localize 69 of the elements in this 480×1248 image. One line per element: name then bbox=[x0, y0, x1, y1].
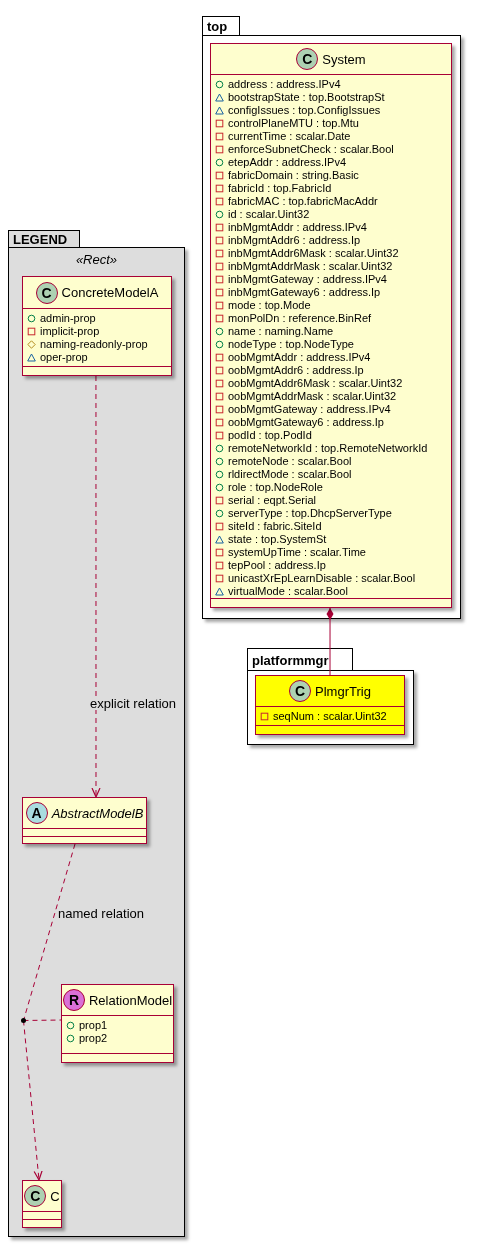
attribute-text: remoteNetworkId : top.RemoteNetworkId bbox=[228, 442, 428, 455]
attribute-text: address : address.IPv4 bbox=[228, 78, 341, 91]
attribute-text: nodeType : top.NodeType bbox=[228, 338, 354, 351]
relation-line bbox=[23, 843, 76, 1021]
stereotype-label: «Rect» bbox=[75, 253, 118, 266]
attribute-text: enforceSubnetCheck : scalar.Bool bbox=[228, 143, 394, 156]
class-box bbox=[61, 984, 174, 1063]
attribute-text: naming-readonly-prop bbox=[40, 338, 148, 351]
attribute-text: configIssues : top.ConfigIssues bbox=[228, 104, 381, 117]
attribute-text: bootstrapState : top.BootstrapSt bbox=[228, 91, 385, 104]
class-box bbox=[22, 276, 172, 376]
package bbox=[247, 648, 414, 745]
attribute-text: mode : top.Mode bbox=[228, 299, 311, 312]
package-tab: top bbox=[202, 16, 240, 36]
class-box bbox=[255, 675, 405, 735]
attribute-text: serverType : top.DhcpServerType bbox=[228, 507, 392, 520]
attribute-text: controlPlaneMTU : top.Mtu bbox=[228, 117, 359, 130]
attribute-text: etepAddr : address.IPv4 bbox=[228, 156, 346, 169]
attribute-text: name : naming.Name bbox=[228, 325, 334, 338]
class-name: ConcreteModelA bbox=[61, 286, 159, 299]
class-name: RelationModel bbox=[88, 993, 173, 1007]
attribute-text: serial : eqpt.Serial bbox=[228, 494, 317, 507]
attribute-text: fabricId : top.FabricId bbox=[228, 182, 332, 195]
class-name: PlmgrTrig bbox=[315, 684, 371, 698]
attribute-text: currentTime : scalar.Date bbox=[228, 130, 351, 143]
attribute-text: siteId : fabric.SiteId bbox=[228, 520, 322, 533]
class-name: AbstractModelB bbox=[51, 806, 144, 820]
attribute-text: prop1 bbox=[79, 1019, 108, 1032]
attribute-text: monPolDn : reference.BinRef bbox=[228, 312, 372, 325]
package-tab: LEGEND bbox=[8, 230, 80, 248]
attribute-text: prop2 bbox=[79, 1032, 108, 1045]
attribute-text: seqNum : scalar.Uint32 bbox=[273, 710, 387, 723]
edge-label: explicit relation bbox=[89, 697, 177, 710]
attribute-text: oobMgmtAddr : address.IPv4 bbox=[228, 351, 371, 364]
attribute-text: oobMgmtGateway6 : address.Ip bbox=[228, 416, 384, 429]
edge-label: named relation bbox=[57, 907, 145, 920]
attribute-text: fabricMAC : top.fabricMacAddr bbox=[228, 195, 378, 208]
relation-line bbox=[23, 1019, 62, 1021]
attribute-text: inbMgmtAddrMask : scalar.Uint32 bbox=[228, 260, 393, 273]
attribute-text: oobMgmtGateway : address.IPv4 bbox=[228, 403, 391, 416]
attribute-text: remoteNode : scalar.Bool bbox=[228, 455, 352, 468]
attribute-text: podId : top.PodId bbox=[228, 429, 312, 442]
attribute-text: virtualMode : scalar.Bool bbox=[228, 585, 348, 598]
attribute-text: inbMgmtGateway6 : address.Ip bbox=[228, 286, 381, 299]
class-box bbox=[22, 1180, 62, 1228]
attribute-text: systemUpTime : scalar.Time bbox=[228, 546, 366, 559]
relation-line bbox=[91, 375, 101, 798]
attribute-text: oobMgmtAddr6 : address.Ip bbox=[228, 364, 364, 377]
attribute-text: id : scalar.Uint32 bbox=[228, 208, 310, 221]
attribute-text: implicit-prop bbox=[40, 325, 100, 338]
attribute-text: inbMgmtGateway : address.IPv4 bbox=[228, 273, 387, 286]
attribute-text: oobMgmtAddr6Mask : scalar.Uint32 bbox=[228, 377, 403, 390]
attribute-text: admin-prop bbox=[40, 312, 96, 325]
class-name: C bbox=[50, 1189, 60, 1203]
attribute-text: oobMgmtAddrMask : scalar.Uint32 bbox=[228, 390, 397, 403]
attribute-text: fabricDomain : string.Basic bbox=[228, 169, 359, 182]
attribute-text: inbMgmtAddr : address.IPv4 bbox=[228, 221, 367, 234]
attribute-text: rldirectMode : scalar.Bool bbox=[228, 468, 352, 481]
attribute-text: role : top.NodeRole bbox=[228, 481, 323, 494]
attribute-text: inbMgmtAddr6 : address.Ip bbox=[228, 234, 361, 247]
attribute-text: unicastXrEpLearnDisable : scalar.Bool bbox=[228, 572, 416, 585]
class-name: System bbox=[322, 52, 366, 66]
relation-line bbox=[326, 607, 334, 676]
attribute-text: oper-prop bbox=[40, 351, 88, 364]
attribute-text: state : top.SystemSt bbox=[228, 533, 327, 546]
relation-line bbox=[23, 1020, 43, 1181]
attribute-text: tepPool : address.Ip bbox=[228, 559, 326, 572]
attribute-text: inbMgmtAddr6Mask : scalar.Uint32 bbox=[228, 247, 399, 260]
class-box bbox=[22, 797, 147, 844]
